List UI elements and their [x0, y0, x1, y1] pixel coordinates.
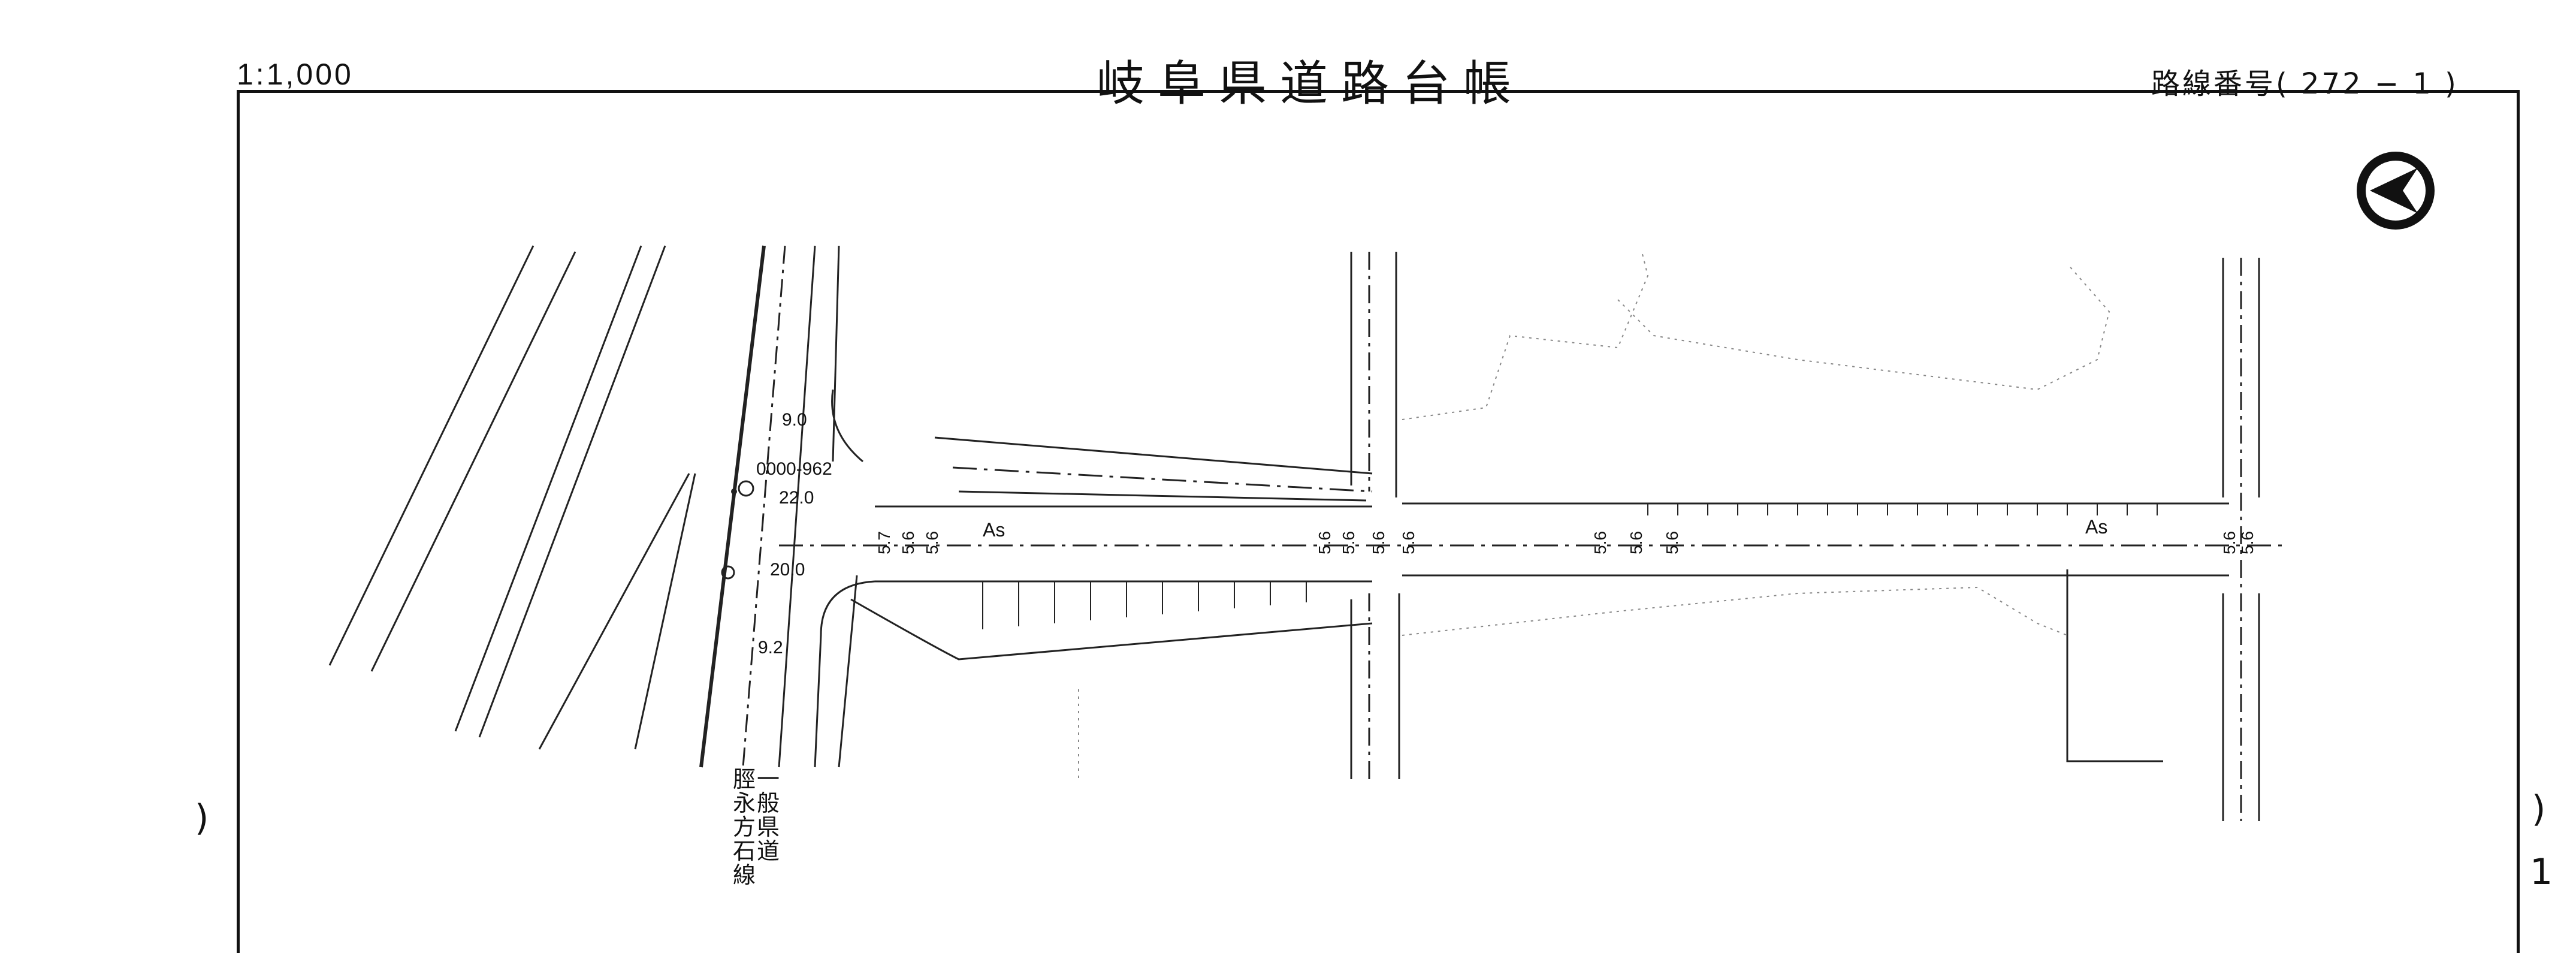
lane-dimension-label: 5.6 — [2238, 531, 2257, 554]
lane-dimension-label: 5.6 — [1369, 531, 1388, 554]
right-margin-paren: ) — [2532, 788, 2546, 830]
lane-dimension-label: 5.7 — [875, 531, 893, 554]
surface-label-2: As — [2085, 516, 2107, 538]
point-id-label: 0000-962 — [756, 459, 832, 479]
lane-dimension-label: 5.6 — [1315, 531, 1334, 554]
surface-label-1: As — [983, 519, 1005, 541]
width-label-2: 22.0 — [779, 488, 814, 508]
lane-dimension-label: 5.6 — [1591, 531, 1609, 554]
right-margin-number: 1 — [2530, 851, 2553, 893]
left-margin-paren: ) — [195, 797, 209, 839]
lane-dimension-label: 5.6 — [2220, 531, 2239, 554]
lane-dimension-label: 5.6 — [1339, 531, 1358, 554]
lane-dimension-label: 5.6 — [1663, 531, 1681, 554]
crossroad-label-col2: 脛永方石線 — [732, 766, 756, 888]
width-label-3: 20.0 — [770, 560, 805, 580]
route-number: 路線番号( 272 − 1 ) — [2151, 67, 2459, 101]
north-arrow-icon — [2357, 152, 2435, 230]
width-label-4: 9.2 — [758, 638, 783, 658]
width-label-1: 9.0 — [782, 410, 807, 430]
lane-dimension-label: 5.6 — [899, 531, 917, 554]
map-frame — [237, 90, 2520, 953]
lane-dimension-label: 5.6 — [1627, 531, 1645, 554]
lane-dimension-label: 5.6 — [923, 531, 941, 554]
page-title: 岐阜県道路台帳 — [1097, 56, 1524, 111]
lane-dimension-label: 5.6 — [1399, 531, 1418, 554]
crossroad-label-col1: 一般県道 — [756, 766, 780, 864]
scale-label: 1:1,000 — [237, 58, 354, 91]
